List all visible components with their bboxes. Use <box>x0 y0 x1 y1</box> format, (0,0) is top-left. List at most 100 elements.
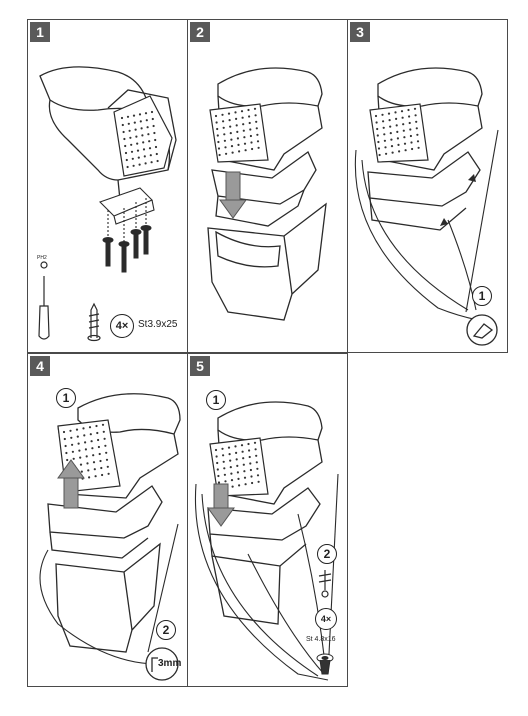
perforation-dot <box>77 442 80 445</box>
perforation-dot <box>221 113 224 116</box>
storage-box <box>55 542 161 653</box>
perforation-dot <box>376 127 379 131</box>
perforation-dot <box>126 115 130 118</box>
perforation-dot <box>396 137 399 140</box>
perforation-dot <box>223 467 226 470</box>
perforation-dot <box>377 147 381 150</box>
perforation-dot <box>403 136 406 139</box>
screw-icon <box>87 302 101 342</box>
storage-box <box>207 202 327 321</box>
perforation-dot <box>120 116 124 120</box>
perforation-dot <box>224 480 227 483</box>
perforation-dot <box>71 450 74 453</box>
perforation-dot <box>247 442 250 446</box>
perforation-dot <box>228 119 231 122</box>
perforation-dot <box>70 436 73 439</box>
perforation-dot <box>250 141 253 144</box>
step-panel-2: 2 <box>187 19 348 353</box>
perforation-dot <box>87 469 90 472</box>
perforation-dot <box>250 475 253 478</box>
perforation-dot <box>92 454 95 457</box>
step-number-badge: 3 <box>350 22 370 42</box>
perforated-pad <box>209 437 269 497</box>
step-marker-2: 2 <box>317 544 337 564</box>
perforation-dot <box>248 455 251 459</box>
perforation-dot <box>227 112 231 115</box>
perforation-dot <box>98 452 101 456</box>
perforation-dot <box>374 114 378 118</box>
perforation-dot <box>91 447 94 450</box>
perforation-dot <box>242 457 245 460</box>
clip-icon <box>466 314 498 346</box>
perforation-dot <box>237 477 240 480</box>
perforation-dot <box>136 142 139 145</box>
perforation-dot <box>99 459 102 463</box>
perforation-dot <box>413 107 417 110</box>
perforation-dot <box>408 115 411 118</box>
perforation-dot <box>394 111 397 114</box>
guide-lines <box>354 129 499 321</box>
perforation-dot <box>141 134 144 137</box>
perforation-dot <box>214 114 218 118</box>
perforation-dot <box>235 451 238 454</box>
perforation-dot <box>383 139 386 142</box>
perforation-dot <box>66 458 69 462</box>
perforation-dot <box>378 153 381 157</box>
step-marker-1: 1 <box>206 390 226 410</box>
perforation-dot <box>79 463 83 466</box>
perforation-dot <box>401 116 404 119</box>
perforation-dot <box>397 143 400 146</box>
perforation-dot <box>249 462 252 465</box>
driver-tip-label: PH2 <box>37 255 47 261</box>
perforation-dot <box>223 473 226 476</box>
perforation-dot <box>408 121 411 125</box>
perforation-dot <box>100 466 103 470</box>
perforation-dot <box>229 459 232 462</box>
perforation-dot <box>388 119 391 122</box>
perforation-dot <box>124 144 127 148</box>
perforation-dot <box>134 128 137 131</box>
perforation-dot <box>387 112 391 115</box>
perforation-dot <box>104 444 107 447</box>
washer-icon <box>316 653 334 675</box>
perforation-dot <box>89 433 92 436</box>
perforation-dot <box>395 124 398 127</box>
perforation-dot <box>383 133 386 136</box>
perforation-dot <box>416 140 420 143</box>
step-marker-2: 2 <box>156 620 176 640</box>
perforation-dot <box>225 152 228 155</box>
screw-spec-label: St 4.8x16 <box>306 636 336 643</box>
perforation-dot <box>231 485 234 488</box>
perforation-dot <box>253 107 257 110</box>
step-number-badge: 4 <box>30 356 50 376</box>
perforation-dot <box>230 479 234 482</box>
armrest-body <box>367 67 483 231</box>
perforation-dot <box>242 463 245 466</box>
perforation-dot <box>253 441 257 444</box>
perforation-dot <box>88 426 92 429</box>
screw-count-badge: 4× <box>110 314 134 338</box>
step-panel-1: 1 <box>27 19 188 353</box>
perforation-dot <box>256 133 259 136</box>
screw-spec-label: St3.9x25 <box>138 319 178 330</box>
step-number-badge: 2 <box>190 22 210 42</box>
perforation-dot <box>105 451 108 454</box>
perforation-dot <box>229 125 232 128</box>
perforation-dot <box>244 149 247 152</box>
perforation-dot <box>105 458 109 461</box>
perforation-dot <box>82 427 85 430</box>
perforation-dot <box>97 438 100 442</box>
perforation-dot <box>236 471 239 474</box>
perforation-dot <box>235 117 238 120</box>
perforation-dot <box>146 126 149 129</box>
perforation-dot <box>229 132 232 135</box>
perforation-dot <box>95 424 98 428</box>
perforation-dot <box>254 114 257 117</box>
hex-size-label: 3mm <box>158 658 182 669</box>
step-3-illustration <box>354 67 499 346</box>
perforation-dot <box>71 443 74 446</box>
perforation-dot <box>257 146 260 149</box>
perforation-dot <box>103 437 106 440</box>
perforation-dot <box>384 146 387 149</box>
screw-count-badge: 4× <box>315 608 337 630</box>
